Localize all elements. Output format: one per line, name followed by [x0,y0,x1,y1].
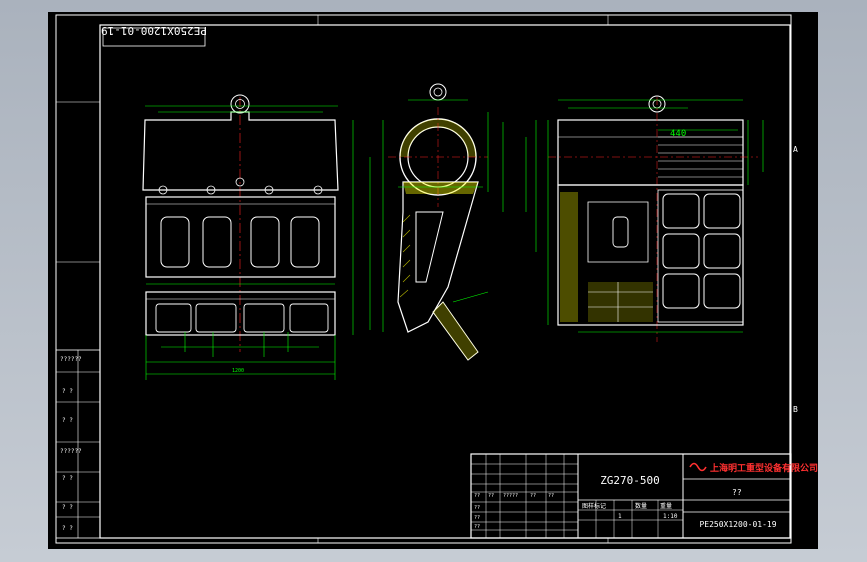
title-cell-a4: ?? [530,493,536,499]
stage-header: 图样标记 [582,502,606,510]
title-cell-a3: ????? [503,493,518,499]
engineering-drawing: PE250X1200-01-19 A B ?????? ? ? ? ? ????… [55,14,818,544]
stamp-row-3: ? ? [62,417,73,424]
drawing-viewport[interactable]: PE250X1200-01-19 A B ?????? ? ? ? ? ????… [48,12,818,549]
material-text: ZG270-500 [600,474,660,487]
mirrored-code-text: PE250X1200-01-19 [101,24,207,37]
stamp-row-7: ? ? [62,525,73,532]
drawing-number: PE250X1200-01-19 [699,520,776,529]
outer-border [55,14,792,544]
zone-letter-b: B [793,405,798,414]
front-view: 1200 [142,94,354,380]
side-dim-440: 440 [670,129,686,139]
part-name: ?? [732,488,742,497]
scale-header: 重量 [660,502,672,510]
section-view [369,83,504,361]
mirrored-code-box: PE250X1200-01-19 [101,24,207,47]
title-cell-a5: ?? [548,493,554,499]
company-name: 上海明工重型设备有限公司 [710,462,818,474]
title-cell-d1: ?? [474,524,480,530]
stamp-row-2: ? ? [62,388,73,395]
inner-frame [99,24,791,539]
title-cell-c1: ?? [474,515,480,521]
title-block: ZG270-500 图样标记 数量 重量 1 1:10 [470,453,818,539]
weight-header: 数量 [635,502,647,510]
side-view: 440 [525,95,764,342]
qty-value: 1 [618,513,622,520]
stamp-row-5: ? ? [62,475,73,482]
title-cell-a2: ?? [488,493,494,499]
left-stamp-table: ?????? ? ? ? ? ?????? ? ? ? ? ? ? [55,349,101,539]
stamp-row-4: ?????? [60,448,82,455]
company-logo-icon [689,462,707,472]
title-cell-b1: ?? [474,505,480,511]
stamp-row-6: ? ? [62,504,73,511]
border-ticks [56,15,791,543]
stamp-row-1: ?????? [60,356,82,363]
scale-value: 1:10 [663,513,678,520]
title-cell-a1: ?? [474,493,480,499]
front-dim-1200: 1200 [232,368,244,374]
zone-letter-a: A [793,145,798,154]
